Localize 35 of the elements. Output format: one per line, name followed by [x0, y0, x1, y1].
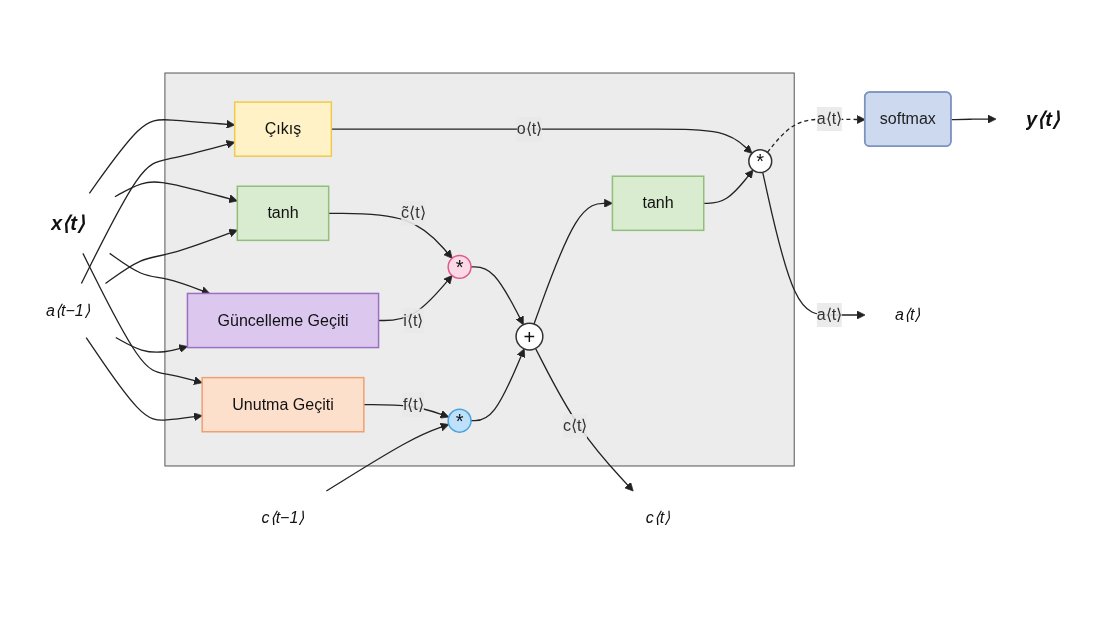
arrow	[115, 337, 188, 354]
node-box: Güncelleme Geçiti	[186, 293, 380, 349]
arrow	[82, 253, 203, 386]
node-box: tanh	[611, 175, 705, 232]
node-box: tanh	[236, 185, 330, 242]
arrow	[328, 213, 453, 260]
arrow	[325, 423, 450, 493]
node-box: Unutma Geçiti	[201, 377, 365, 433]
node-text: a⟨t⟩	[895, 306, 921, 324]
node-text: c⟨t⟩	[645, 509, 671, 527]
edge-label: c⟨t⟩	[563, 417, 588, 435]
node-box: Çıkış	[233, 101, 333, 158]
arrow	[104, 229, 238, 285]
node-circle: *	[748, 149, 773, 174]
edge-label: a⟨t⟩	[816, 306, 843, 324]
arrow	[533, 199, 613, 326]
arrow	[762, 172, 866, 320]
node-text: a⟨t−1⟩	[46, 301, 90, 319]
edge-label: f⟨t⟩	[402, 396, 424, 414]
arrow	[703, 170, 754, 205]
arrow	[950, 115, 997, 124]
edge-label: c̃⟨t⟩	[401, 204, 426, 222]
arrow	[534, 348, 634, 492]
node-text: y⟨t⟩	[1026, 108, 1060, 131]
arrow	[80, 140, 236, 285]
edge-label: a⟨t⟩	[816, 110, 843, 128]
arrow	[114, 181, 238, 204]
node-circle: *	[447, 408, 472, 434]
node-circle: +	[515, 322, 544, 352]
edge-label: i⟨t⟩	[403, 311, 424, 329]
node-circle: *	[447, 255, 472, 280]
arrow	[85, 337, 203, 422]
edge-label: o⟨t⟩	[516, 120, 543, 138]
node-text: c⟨t−1⟩	[261, 509, 305, 527]
cluster	[164, 72, 795, 467]
